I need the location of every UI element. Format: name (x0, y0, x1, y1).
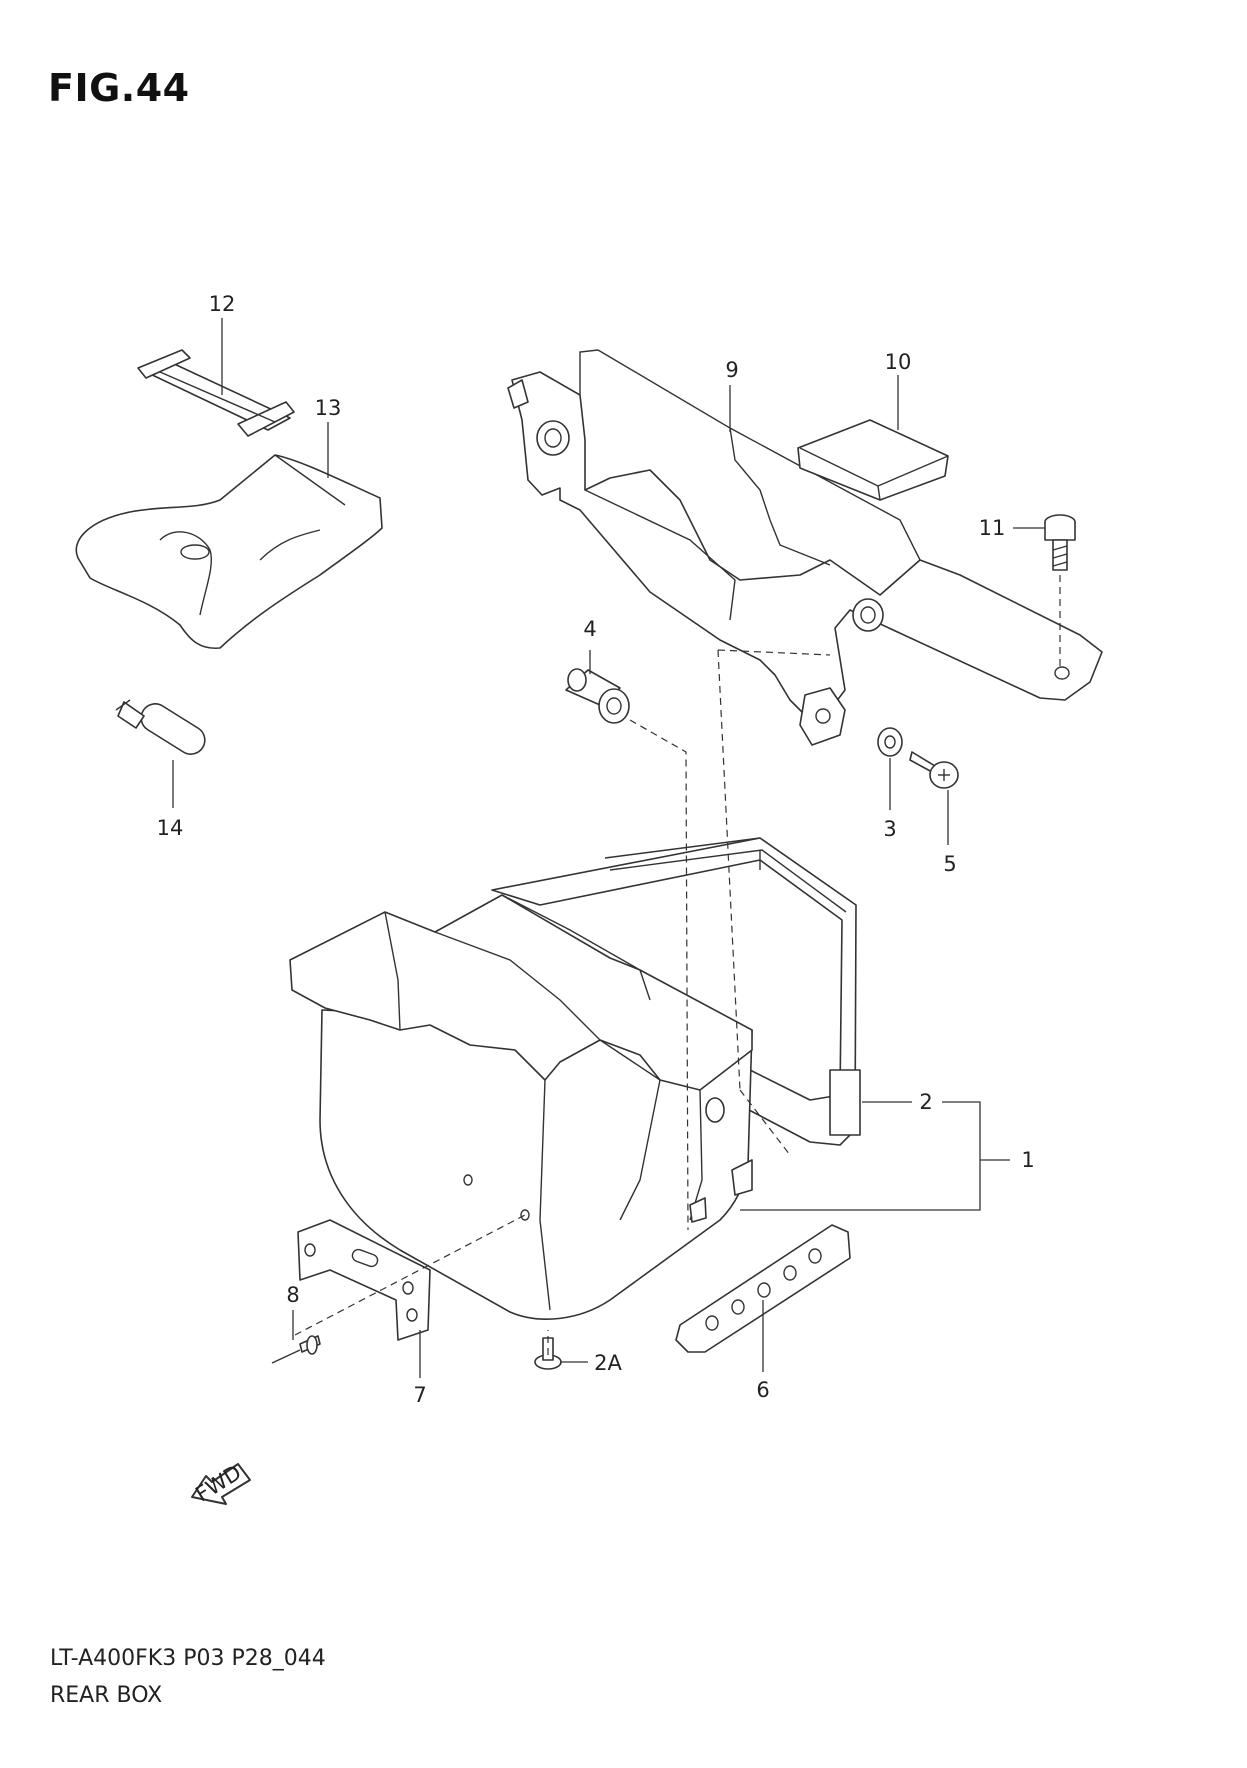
callout-9: 9 (725, 358, 738, 382)
callout-3: 3 (883, 817, 896, 841)
fwd-arrow-icon: FWD (191, 1460, 251, 1507)
section-name: REAR BOX (50, 1683, 163, 1708)
stay-part (297, 1219, 431, 1341)
bolt-part (1044, 514, 1076, 668)
model-code: LT-A400FK3 P03 P28_044 (50, 1646, 326, 1671)
screw-part (909, 751, 959, 789)
callout-4: 4 (583, 617, 596, 641)
bracket-part (507, 349, 1103, 746)
callout-10: 10 (885, 350, 912, 374)
callout-5: 5 (943, 852, 956, 876)
callout-13: 13 (315, 396, 342, 420)
pin-part (271, 1335, 321, 1364)
callout-8: 8 (286, 1283, 299, 1307)
callout-11: 11 (979, 516, 1006, 540)
washer-part (877, 727, 903, 757)
collar-part (565, 668, 630, 724)
pad-part (797, 419, 949, 501)
callout-2a: 2A (594, 1351, 622, 1375)
callout-labels: 12 13 9 10 11 4 14 3 5 2 1 6 7 8 2A (157, 292, 1035, 1407)
rear-box-part (289, 894, 753, 1320)
plug-part (115, 699, 206, 755)
assembly-lines (294, 649, 831, 1355)
plate-part (675, 1224, 851, 1353)
callout-6: 6 (756, 1378, 769, 1402)
callout-14: 14 (157, 816, 184, 840)
strap-part (137, 349, 295, 437)
callout-2: 2 (919, 1090, 932, 1114)
callout-7: 7 (413, 1383, 426, 1407)
callout-12: 12 (209, 292, 236, 316)
cover-part (75, 454, 383, 650)
leader-lines (172, 318, 1045, 1378)
callout-1: 1 (1021, 1148, 1034, 1172)
seal-frame-part (491, 837, 861, 1146)
figure-title: FIG.44 (48, 66, 190, 110)
